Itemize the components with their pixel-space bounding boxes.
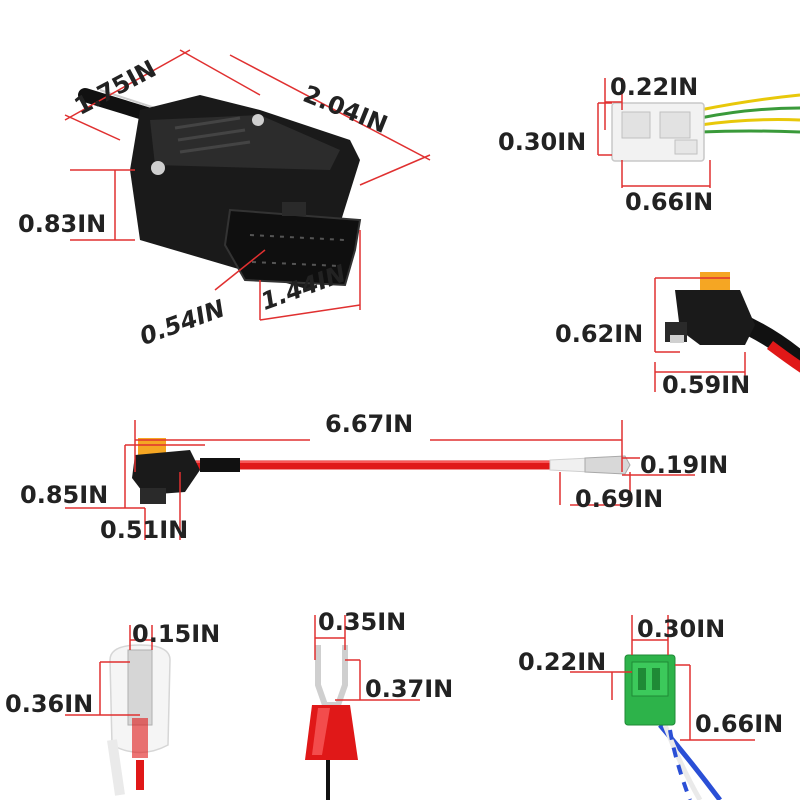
- white-plug-dim2-label: 0.30IN: [498, 128, 587, 156]
- green-connector-dimension-lines: [570, 615, 755, 741]
- fuse-cable-dim2-label: 0.19IN: [640, 451, 729, 479]
- fuse-holder-dim2-label: 0.59IN: [662, 371, 751, 399]
- fuse-cable-icon: [132, 438, 631, 504]
- bullet-terminal-icon: [107, 644, 171, 796]
- fuse-cable-dim4-label: 0.69IN: [575, 485, 664, 513]
- spade-terminal-dimension-lines: [314, 615, 420, 701]
- fuse-holder-icon: [665, 272, 800, 373]
- fuse-cable-length-label: 6.67IN: [325, 410, 414, 438]
- fuse-holder-dim1-label: 0.62IN: [555, 320, 644, 348]
- green-connector-dim1-label: 0.30IN: [637, 615, 726, 643]
- green-connector-dim3-label: 0.66IN: [695, 710, 784, 738]
- fuse-cable-dimension-lines: [65, 420, 695, 540]
- green-connector-dim2-label: 0.22IN: [518, 648, 607, 676]
- bullet-terminal-dim1-label: 0.15IN: [132, 620, 221, 648]
- spade-terminal-dim2-label: 0.37IN: [365, 675, 454, 703]
- green-connector-icon: [624, 654, 722, 800]
- obd-connector-icon: [78, 88, 362, 290]
- obd-dimension-lines: [64, 49, 431, 321]
- white-plug-dim1-label: 0.22IN: [610, 73, 699, 101]
- spade-terminal-icon: [305, 645, 358, 800]
- fuse-cable-dim3-label: 0.85IN: [20, 481, 109, 509]
- white-plug-dim3-label: 0.66IN: [625, 188, 714, 216]
- obd-height-label: 0.83IN: [18, 210, 107, 238]
- bullet-terminal-dimension-lines: [65, 625, 153, 716]
- white-plug-dimension-lines: [597, 78, 711, 188]
- white-plug-icon: [611, 93, 800, 162]
- bullet-terminal-dim2-label: 0.36IN: [5, 690, 94, 718]
- fuse-holder-dimension-lines: [654, 277, 746, 392]
- fuse-cable-dim5-label: 0.51IN: [100, 516, 189, 544]
- spade-terminal-dim1-label: 0.35IN: [318, 608, 407, 636]
